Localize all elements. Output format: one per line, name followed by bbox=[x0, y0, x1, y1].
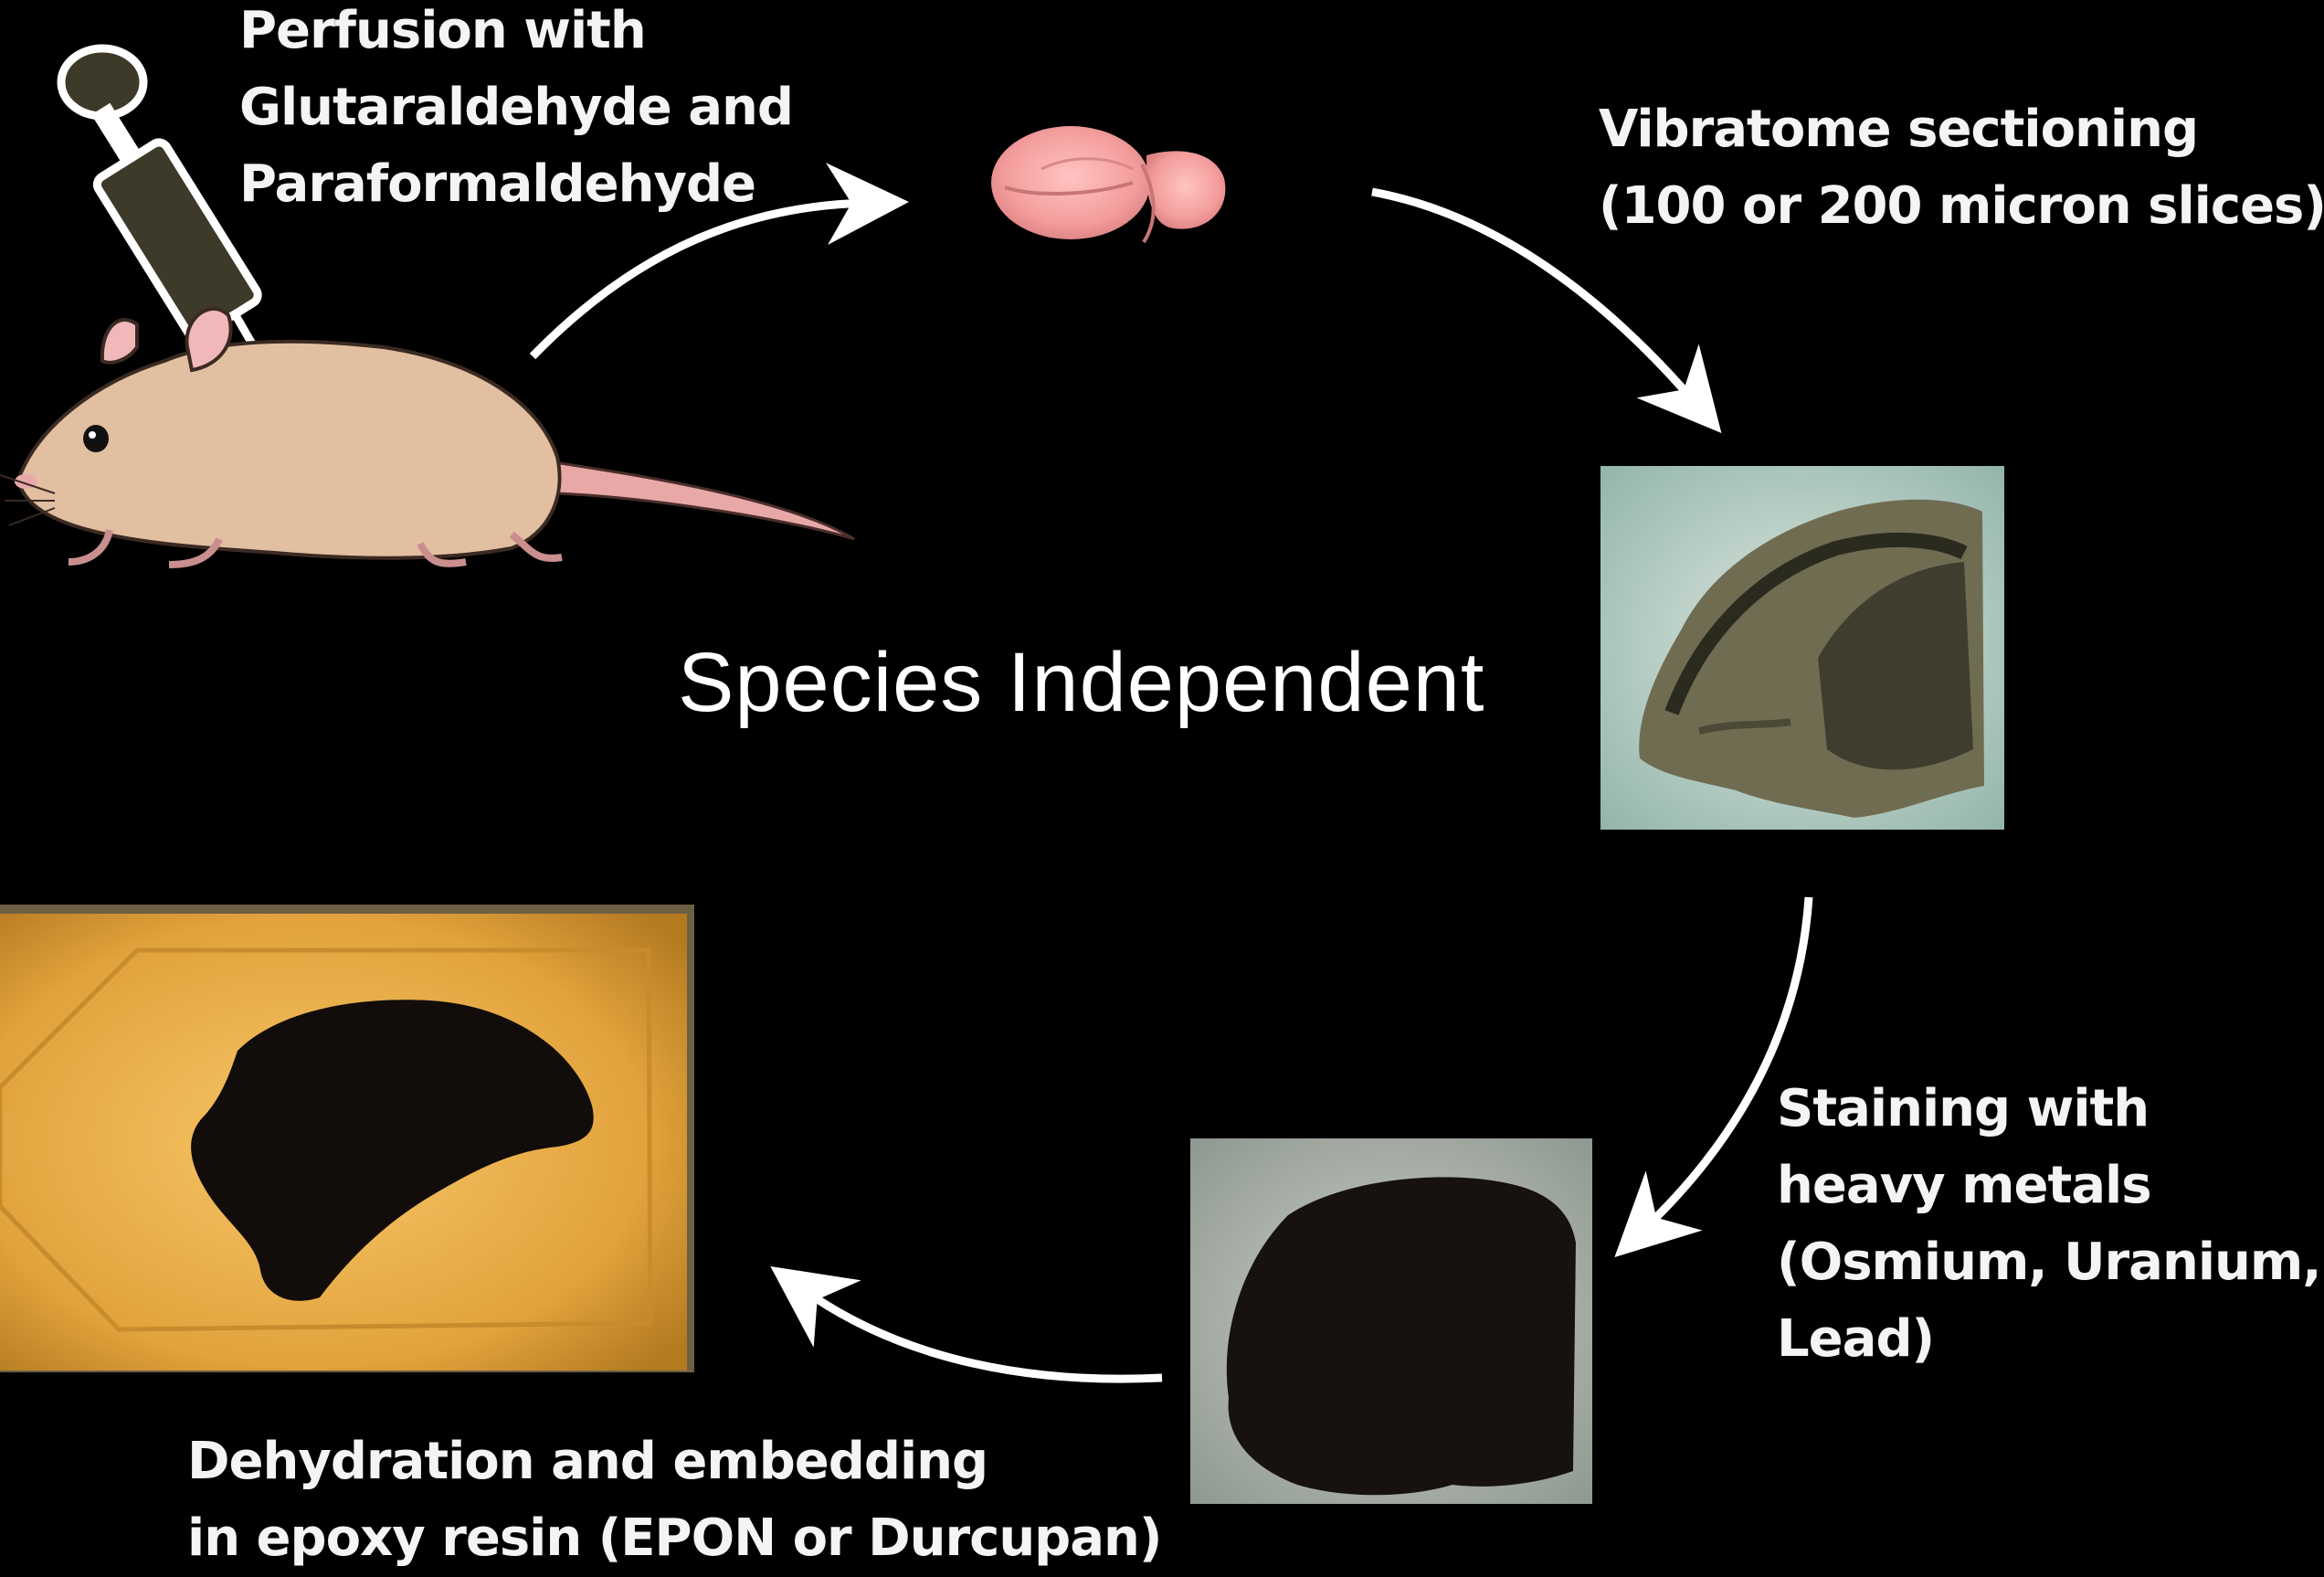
perfusion-line-2: Glutaraldehyde and bbox=[239, 69, 793, 146]
perfusion-label: Perfusion with Glutaraldehyde and Parafo… bbox=[239, 0, 793, 223]
staining-line-3: (Osmium, Uranium, bbox=[1777, 1224, 2321, 1301]
brain-slice-image bbox=[1600, 466, 2004, 830]
embedding-line-2: in epoxy resin (EPON or Durcupan) bbox=[187, 1500, 1162, 1577]
embedding-label: Dehydration and embedding in epoxy resin… bbox=[187, 1424, 1162, 1577]
sectioning-label: Vibratome sectioning (100 or 200 micron … bbox=[1599, 91, 2324, 245]
stained-slice-image bbox=[1190, 1138, 1592, 1504]
staining-label: Staining with heavy metals (Osmium, Uran… bbox=[1777, 1071, 2321, 1378]
staining-line-4: Lead) bbox=[1777, 1301, 2321, 1378]
perfusion-line-1: Perfusion with bbox=[239, 0, 793, 69]
resin-block-image bbox=[0, 905, 694, 1372]
arrow-perfusion-to-brain bbox=[533, 203, 868, 356]
arrow-staining-to-embedding bbox=[804, 1290, 1162, 1379]
sectioning-line-1: Vibratome sectioning bbox=[1599, 91, 2324, 168]
staining-line-2: heavy metals bbox=[1777, 1148, 2321, 1224]
staining-line-1: Staining with bbox=[1777, 1071, 2321, 1148]
brain-icon bbox=[991, 126, 1225, 242]
sectioning-line-2: (100 or 200 micron slices) bbox=[1599, 168, 2324, 245]
species-independent-title: Species Independent bbox=[678, 635, 1484, 731]
embedding-line-1: Dehydration and embedding bbox=[187, 1424, 1162, 1500]
perfusion-line-3: Paraformaldehyde bbox=[239, 146, 793, 223]
mouse-icon bbox=[0, 309, 854, 565]
